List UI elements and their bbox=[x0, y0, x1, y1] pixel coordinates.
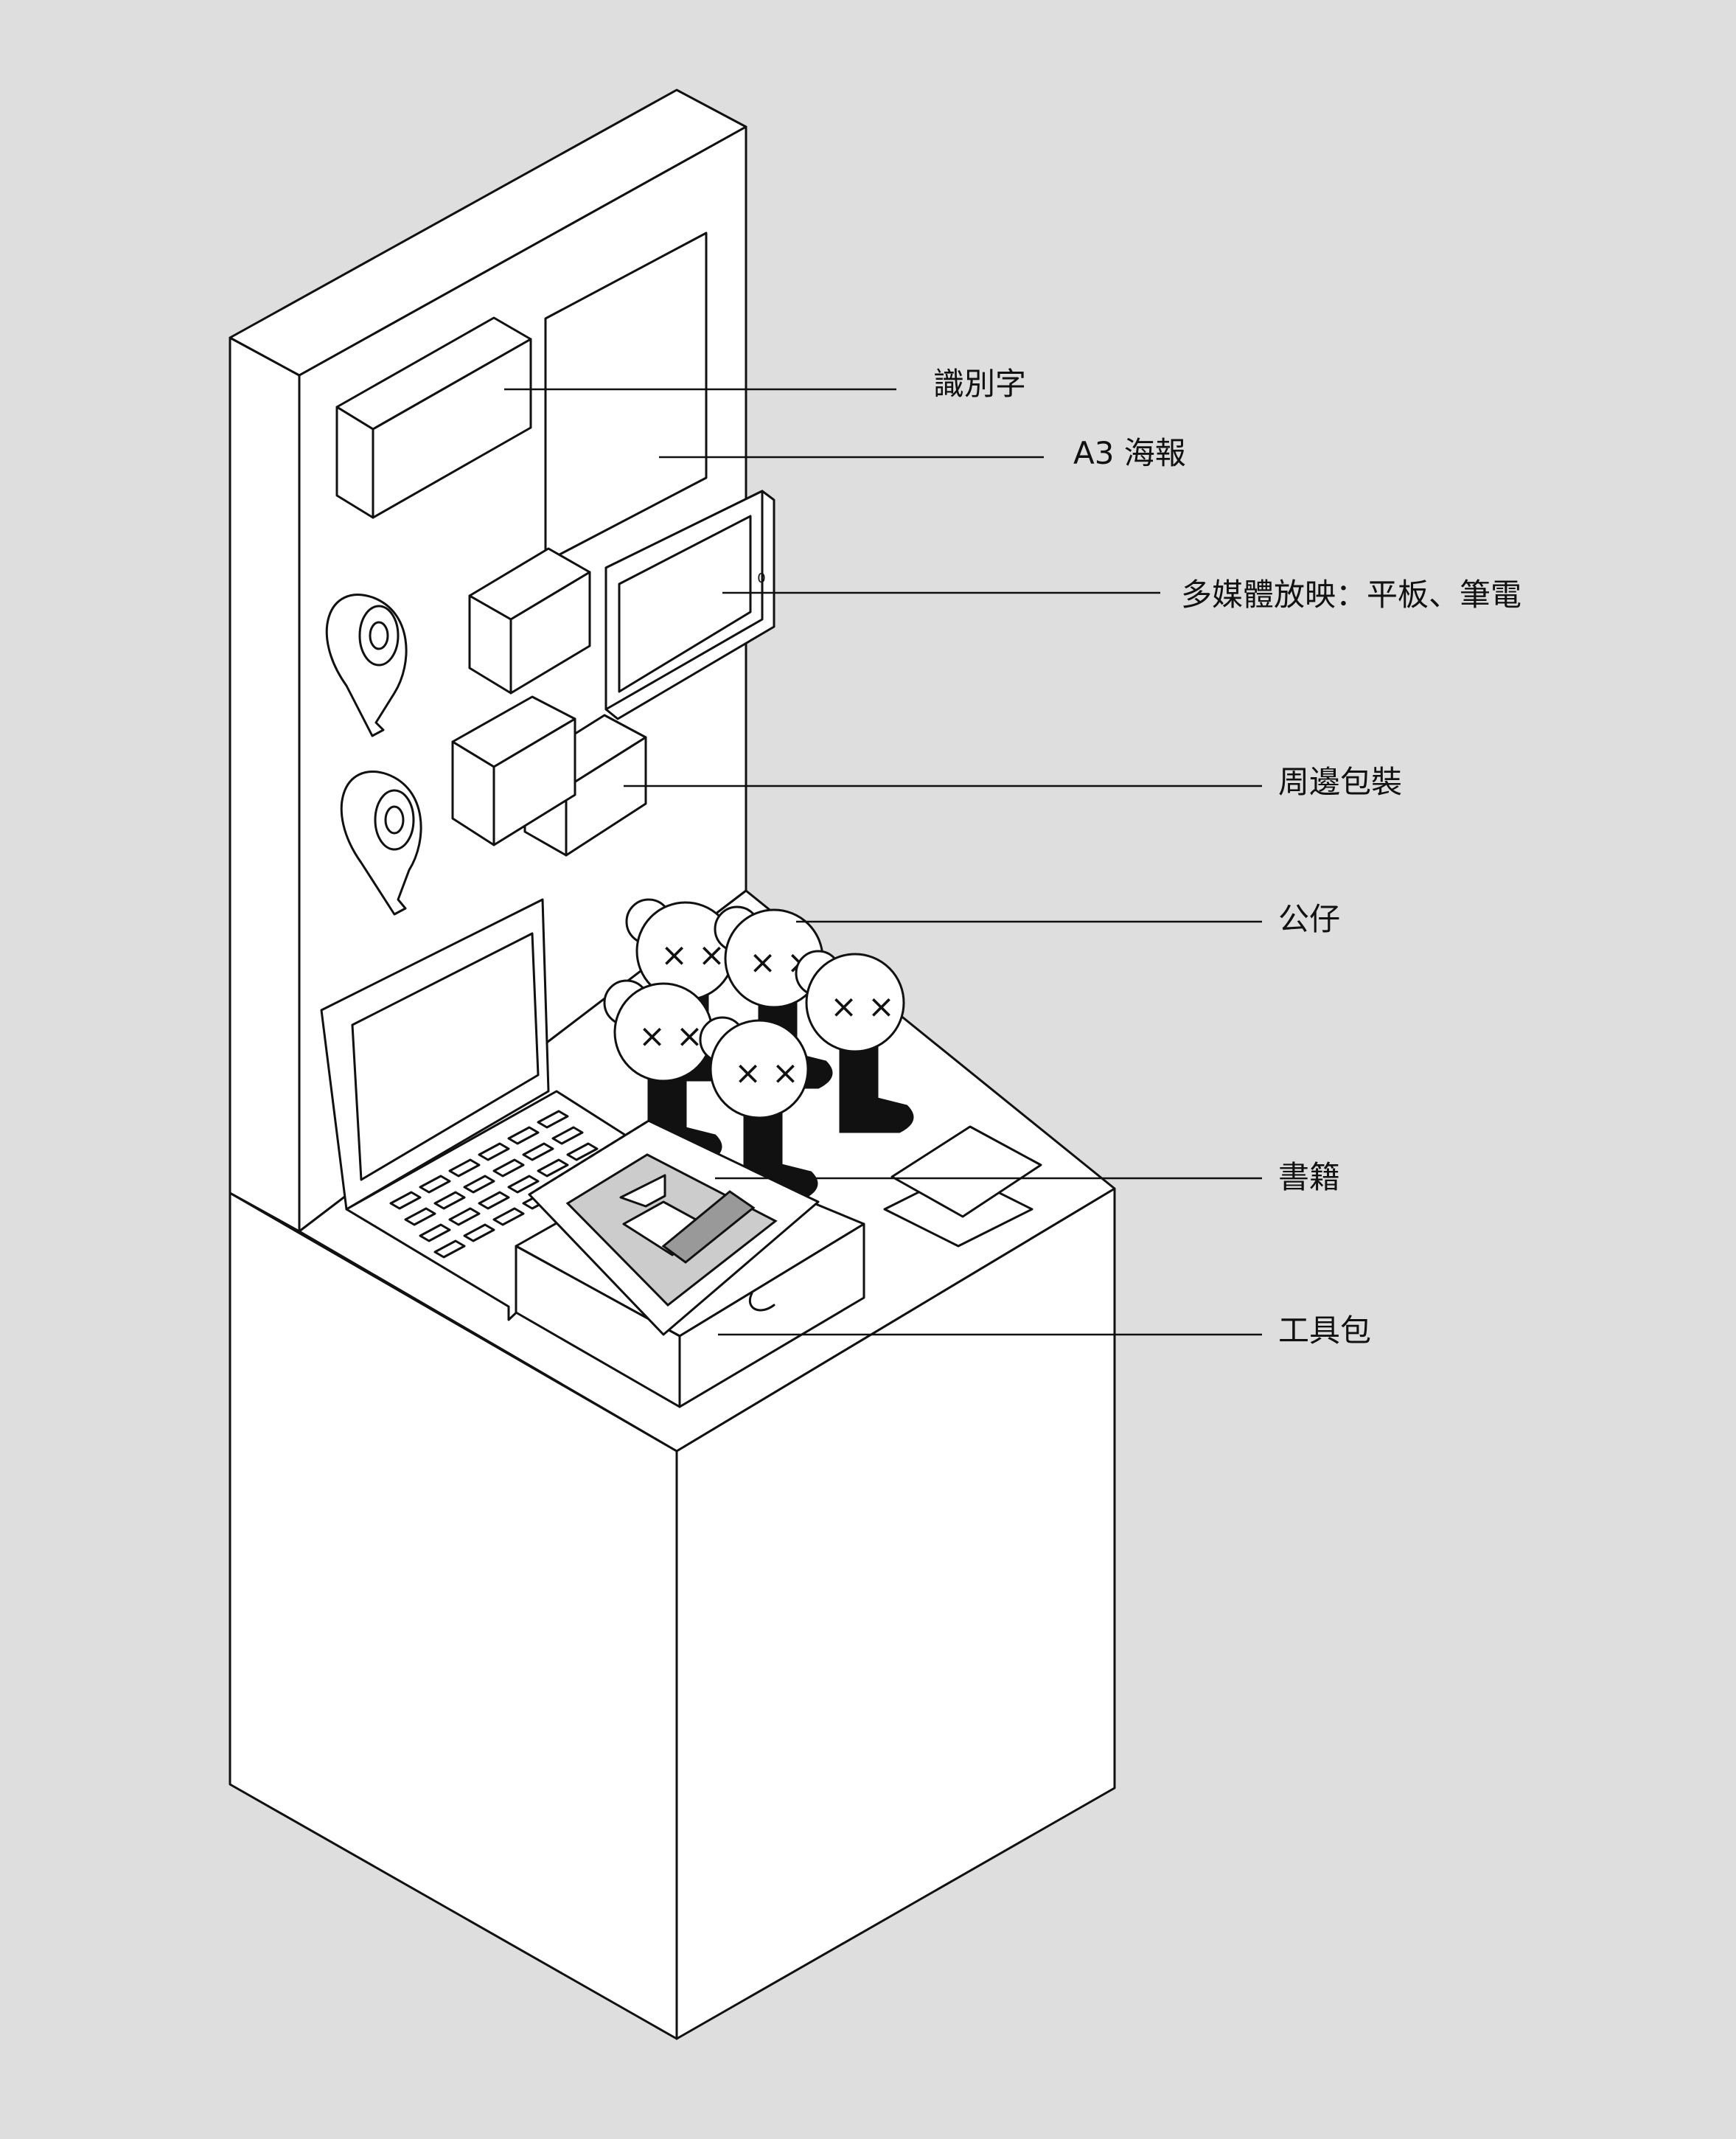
counter-back-edge bbox=[229, 1192, 301, 1233]
back-board-side bbox=[229, 336, 301, 1233]
tape-roll-1 bbox=[325, 594, 408, 737]
label-a3-poster: A3 海報 bbox=[1073, 435, 1186, 471]
laptop-key bbox=[537, 1158, 569, 1178]
figurine-head bbox=[709, 1019, 809, 1119]
laptop-key bbox=[566, 1142, 599, 1161]
laptop-key bbox=[433, 1239, 466, 1259]
laptop-key bbox=[448, 1158, 481, 1178]
laptop-key bbox=[492, 1158, 525, 1178]
figurine-head bbox=[805, 953, 905, 1053]
figurine: × × bbox=[699, 1016, 818, 1200]
signage-box bbox=[335, 316, 532, 519]
laptop-key bbox=[522, 1142, 554, 1161]
figurine: × × bbox=[795, 950, 914, 1133]
laptop-key bbox=[448, 1207, 481, 1226]
label-toolkit: 工具包 bbox=[1278, 1312, 1372, 1349]
laptop-key bbox=[463, 1223, 495, 1242]
figurine-eyes: × × bbox=[734, 1054, 799, 1092]
label-merch-packaging: 周邊包裝 bbox=[1278, 764, 1403, 800]
label-books: 書籍 bbox=[1278, 1159, 1341, 1195]
figurine-group: × ×× ×× ×× ×× × bbox=[603, 898, 914, 1200]
tape-roll-2 bbox=[340, 771, 422, 916]
laptop-key bbox=[478, 1142, 510, 1161]
flyers bbox=[883, 1125, 1042, 1248]
figurine-eyes: × × bbox=[638, 1018, 703, 1055]
figurine-body bbox=[839, 1031, 914, 1133]
tablet: 0 bbox=[604, 490, 775, 720]
merch-box-1 bbox=[468, 547, 591, 695]
label-signage: 識別字 bbox=[933, 366, 1027, 402]
laptop-key bbox=[551, 1126, 584, 1145]
figurine: × × bbox=[603, 979, 722, 1163]
laptop-key bbox=[419, 1223, 451, 1242]
leader-lines bbox=[504, 388, 1262, 1336]
merch-box-2 bbox=[451, 695, 576, 846]
label-multimedia: 多媒體放映：平板、筆電 bbox=[1181, 577, 1522, 613]
figurine-eyes: × × bbox=[660, 936, 725, 974]
laptop-key bbox=[463, 1175, 495, 1194]
tablet-button-mark: 0 bbox=[757, 571, 765, 586]
book bbox=[528, 1119, 820, 1336]
laptop-key bbox=[404, 1207, 436, 1226]
a3-poster bbox=[544, 232, 708, 563]
label-figurines: 公仔 bbox=[1278, 901, 1341, 937]
laptop-key bbox=[492, 1207, 525, 1226]
laptop-key bbox=[389, 1191, 422, 1210]
laptop-key bbox=[507, 1126, 540, 1145]
laptop-key bbox=[537, 1110, 569, 1129]
laptop-key bbox=[433, 1191, 466, 1210]
figurine-eyes: × × bbox=[830, 988, 895, 1026]
laptop-key bbox=[478, 1191, 510, 1210]
laptop-key bbox=[507, 1175, 540, 1194]
laptop-key bbox=[419, 1175, 451, 1194]
